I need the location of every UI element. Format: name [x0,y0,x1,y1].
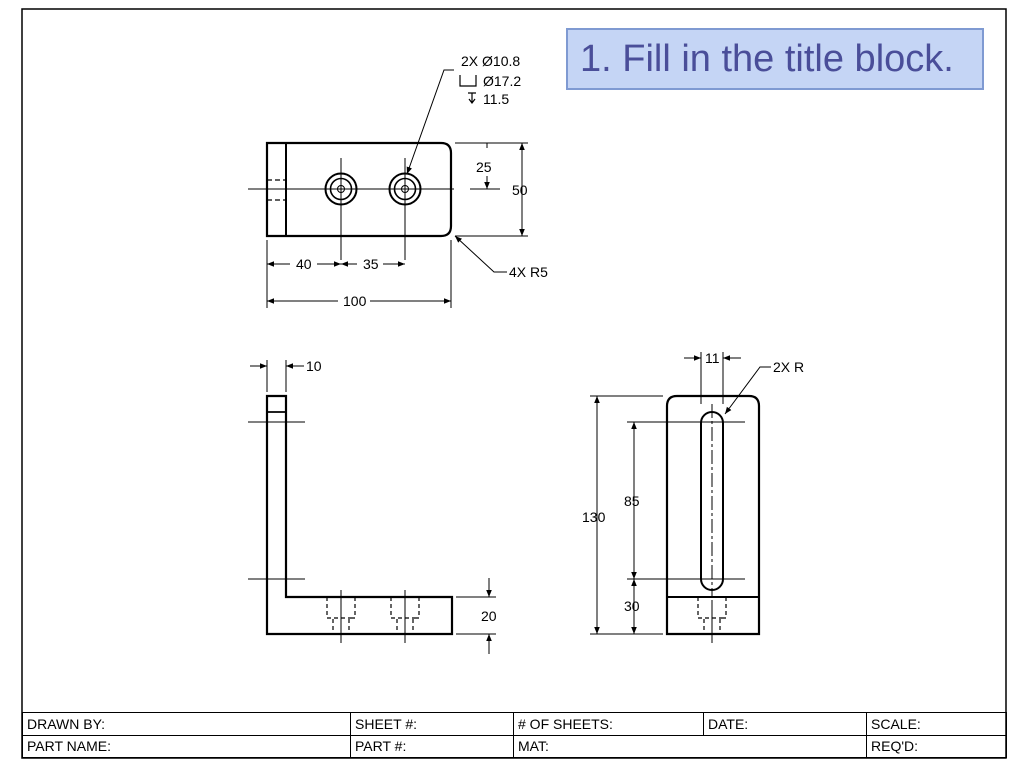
date-field[interactable]: DATE: [703,712,867,736]
slot-radius-leader [724,366,771,415]
dim-first-hole: 40 [296,256,312,272]
dim-hole-offset: 25 [476,159,492,175]
top-view-outline [265,141,453,238]
dim-slot-length: 85 [624,493,640,509]
front-view-outline [265,394,454,636]
sheet-border [21,8,1007,759]
instruction-callout: 1. Fill in the title block. [566,28,984,90]
dim-length: 100 [343,293,367,309]
dim-thickness: 10 [306,358,322,374]
counterbore-symbol [459,75,477,87]
dim-slot-width: 11 [705,350,720,366]
dim-height: 50 [512,182,528,198]
required-field[interactable]: REQ'D: [866,734,1007,758]
part-number-field[interactable]: PART #: [350,734,514,758]
dim-hole-spacing: 35 [363,256,379,272]
depth-symbol [468,92,476,104]
hole-note-counterbore: Ø17.2 [483,73,521,89]
side-view [590,352,771,643]
material-field[interactable]: MAT: [513,734,867,758]
hole-note-leader [406,69,454,175]
title-block: DRAWN BY: SHEET #: # OF SHEETS: DATE: SC… [22,712,1007,758]
hole-note-depth: 11.5 [483,91,509,107]
sheet-number-field[interactable]: SHEET #: [350,712,514,736]
top-view [248,69,528,308]
radius-leader [454,235,507,273]
dim-base-height: 20 [481,608,497,624]
dim-corner-radius: 4X R5 [509,264,548,280]
dim-slot-bottom: 30 [624,598,640,614]
side-view-outline [665,394,761,636]
hole-note-diameter: 2X Ø10.8 [461,53,520,69]
title-block-row: DRAWN BY: SHEET #: # OF SHEETS: DATE: SC… [22,712,1007,736]
scale-field[interactable]: SCALE: [866,712,1007,736]
number-of-sheets-field[interactable]: # OF SHEETS: [513,712,704,736]
part-name-field[interactable]: PART NAME: [22,734,351,758]
title-block-row: PART NAME: PART #: MAT: REQ'D: [22,734,1007,758]
drawn-by-field[interactable]: DRAWN BY: [22,712,351,736]
dim-slot-radius: 2X R [773,359,804,375]
front-view [248,360,496,654]
dim-overall: 130 [582,509,606,525]
